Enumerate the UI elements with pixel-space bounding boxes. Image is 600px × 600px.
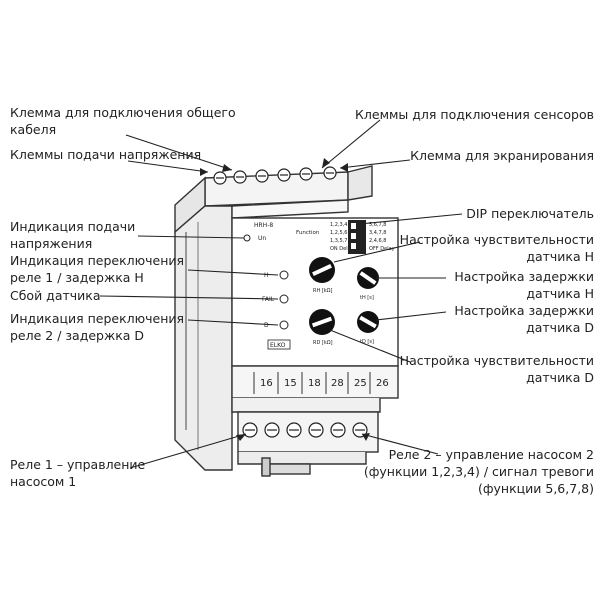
label-sensor-terminals: Клеммы для подключения сенсоров [355,107,594,122]
terminal-18: 18 [308,378,321,389]
un-label: Un [258,235,266,242]
terminal-numbers: 16 15 18 28 25 26 [260,378,389,389]
td-knob[interactable] [357,311,379,333]
arrow-heads [200,158,370,441]
td-unit: tD [s] [360,339,374,345]
function-label: Function [296,230,320,236]
func-3478: 3,4,7,8 [369,230,387,236]
label-sens-d: Настройка чувствительности датчика D [399,353,594,385]
bottom-screw-terminals [242,422,368,438]
terminal-26: 26 [376,378,389,389]
func-5678: 5,6,7,8 [369,222,387,228]
h-label: H [264,272,269,279]
label-sens-h: Настройка чувствительности датчика H [399,232,594,264]
label-sensor-fail: Сбой датчика [10,288,101,303]
off-delay: OFF Delay [369,246,395,252]
un-led [243,234,251,242]
terminal-15: 15 [284,378,297,389]
terminal-28: 28 [331,378,344,389]
d-led [279,320,289,330]
label-common-cable: Клемма для подключения общего кабеля [10,105,236,137]
front-panel: HRH-8 Un Function 1,2,3,4 1,2,5,6 1,3,5,… [243,220,395,350]
label-relay2-indication: Индикация переключения реле 2 / задержка… [10,311,185,343]
label-delay-d: Настройка задержки датчика D [454,303,594,335]
label-relay2-pump: Реле 2 – управление насосом 2 (функции 1… [363,447,594,496]
on-delay: ON Delay [330,246,354,252]
label-delay-h: Настройка задержки датчика H [454,269,594,301]
rd-unit: RD [kΩ] [313,340,333,346]
rh-unit: RH [kΩ] [313,288,332,294]
label-relay1-pump: Реле 1 – управление насосом 1 [10,457,146,489]
rh-knob[interactable] [309,257,335,283]
th-unit: tH [s] [360,295,374,301]
terminal-25: 25 [354,378,367,389]
leader-lines [99,119,463,469]
dip-switch[interactable] [348,220,366,254]
label-power-terminals: Клеммы подачи напряжения [10,147,202,162]
label-power-indication: Индикация подачи напряжения [10,219,136,251]
func-1256: 1,2,5,6 [330,230,348,236]
device-model: HRH-8 [254,222,273,229]
h-led [279,270,289,280]
top-screw-terminals [213,166,337,185]
label-shield-terminal: Клемма для экранирования [410,148,594,163]
func-1234: 1,2,3,4 [330,222,348,228]
label-relay1-indication: Индикация переключения реле 1 / задержка… [10,253,185,285]
fail-led [279,294,289,304]
th-knob[interactable] [357,267,379,289]
func-1357: 1,3,5,7 [330,238,348,244]
d-label: D [264,322,269,329]
func-2468: 2,4,6,8 [369,238,387,244]
rd-knob[interactable] [309,309,335,335]
terminal-16: 16 [260,378,273,389]
fail-label: FAIL [262,296,275,303]
brand-logo: ELKO [270,342,286,349]
label-dip-switch: DIP переключатель [466,206,594,221]
